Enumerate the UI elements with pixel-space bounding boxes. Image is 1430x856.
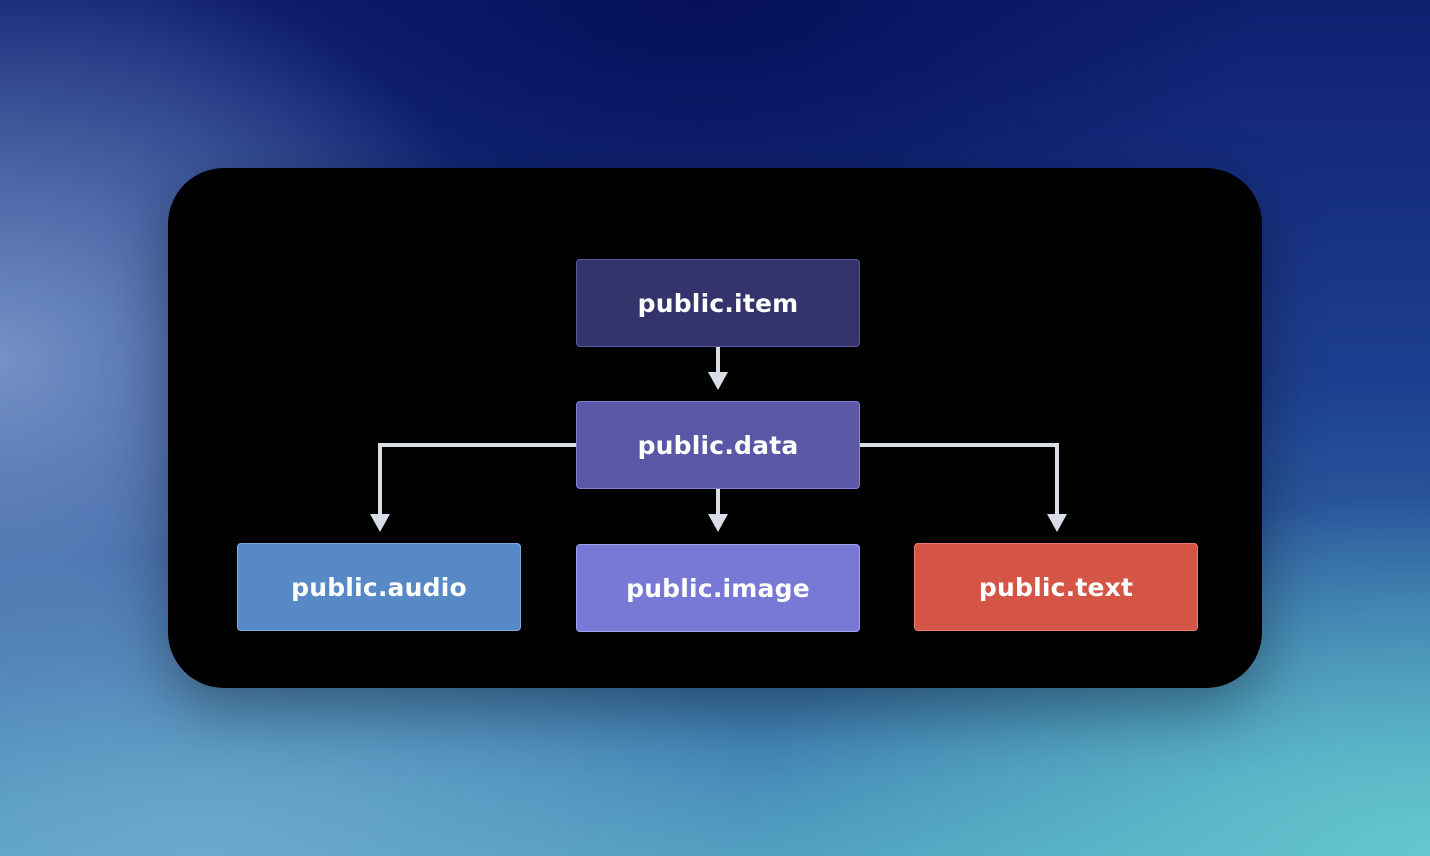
node-label: public.data [637,430,799,460]
node-public-image: public.image [576,544,860,632]
arrowhead-audio-icon [370,514,390,532]
arrowhead-data-icon [708,372,728,390]
node-label: public.image [626,573,810,603]
node-public-audio: public.audio [237,543,521,631]
node-public-text: public.text [914,543,1198,631]
edge-data-to-audio [378,443,576,516]
node-label: public.text [978,572,1134,602]
node-label: public.audio [291,572,467,602]
arrowhead-text-icon [1047,514,1067,532]
node-label: public.item [637,288,799,318]
edge-data-to-text [860,443,1059,516]
node-public-item: public.item [576,259,860,347]
node-public-data: public.data [576,401,860,489]
arrowhead-image-icon [708,514,728,532]
